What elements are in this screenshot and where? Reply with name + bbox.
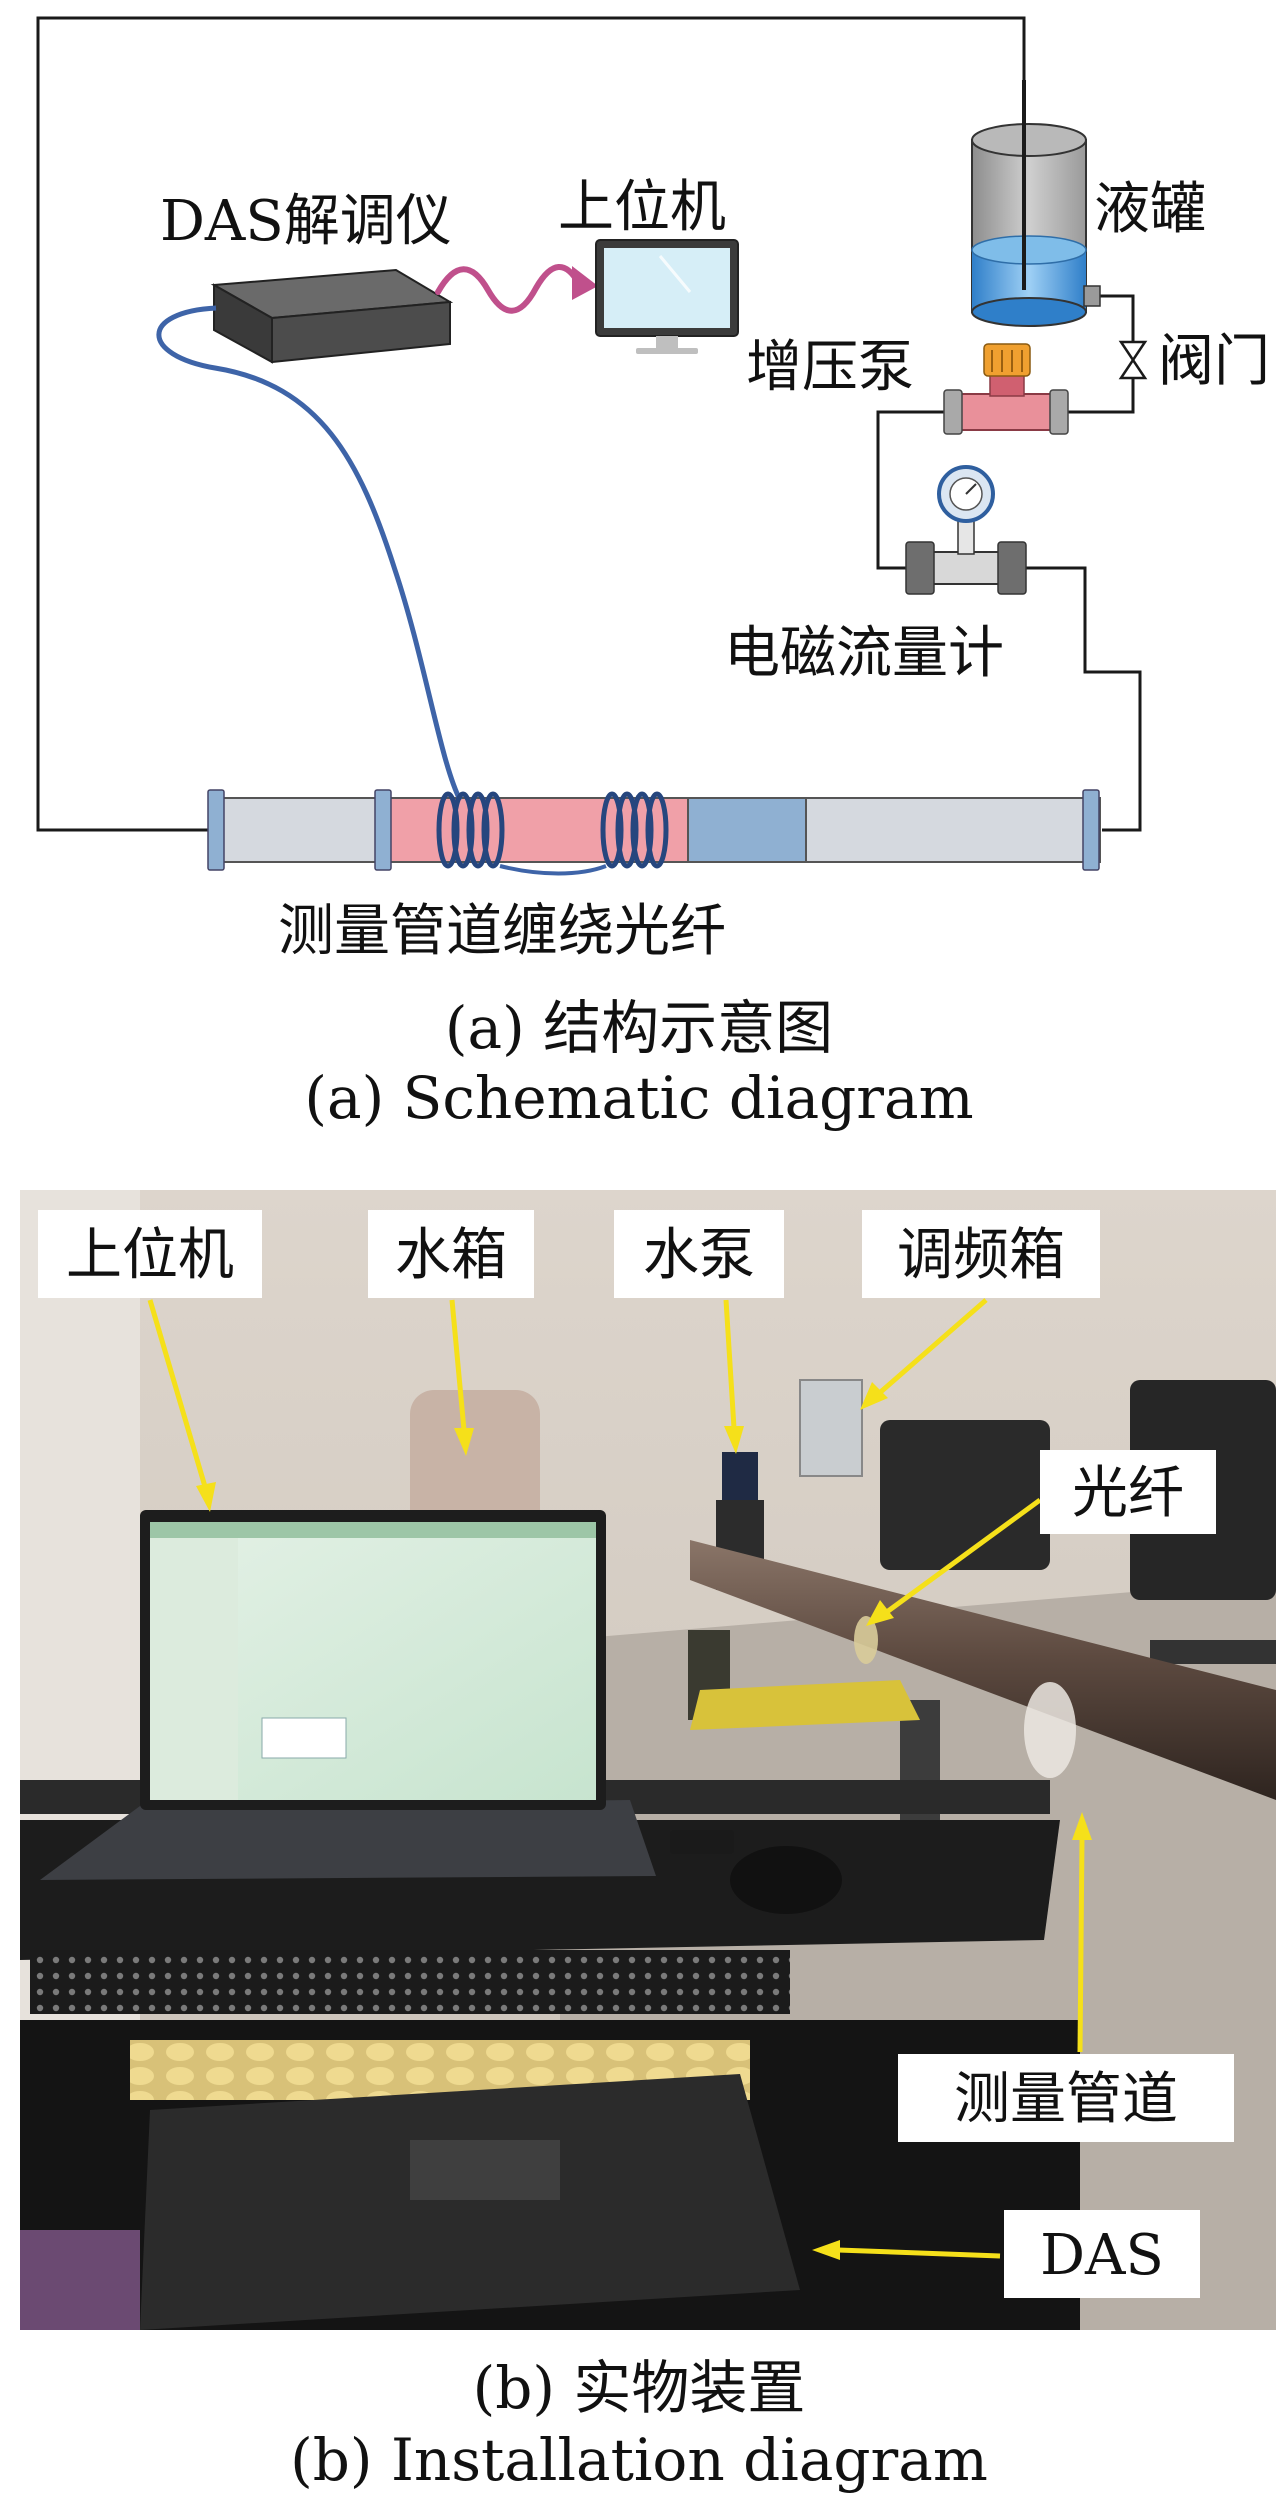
photo-label-host: 上位机	[66, 1223, 234, 1288]
booster-pump	[943, 343, 1069, 435]
optical-fiber	[156, 305, 463, 802]
label-pipe: 测量管道缠绕光纤	[278, 899, 726, 964]
label-box-das	[1004, 2210, 1200, 2298]
caption-a-cn: (a) 结构示意图	[445, 994, 833, 1062]
pump-to-flowmeter-line	[876, 410, 952, 570]
valve-icon	[1118, 340, 1148, 380]
photo-label-fiber: 光纤	[1072, 1461, 1184, 1526]
label-tank: 液罐	[1094, 177, 1206, 242]
label-box-fm-box	[862, 1210, 1100, 1298]
schematic: 液罐 阀门 增压泵 电磁流量	[36, 16, 1270, 964]
fiber-between-coils	[499, 864, 607, 876]
flowmeter-to-pipe-line	[1018, 566, 1142, 832]
photo-das	[140, 2074, 800, 2330]
installation-photo	[20, 1190, 1276, 2330]
fiber-coil-left	[436, 791, 505, 869]
host-monitor-icon	[595, 239, 739, 354]
liquid-tank	[971, 80, 1101, 327]
caption-b-cn: (b) 实物装置	[473, 2354, 806, 2422]
das-interrogator	[210, 268, 454, 364]
photo-label-das: DAS	[1040, 2223, 1164, 2288]
photo-label-fm-box: 调频箱	[897, 1223, 1065, 1288]
electromagnetic-flowmeter	[905, 465, 1027, 595]
label-box-water-tank	[368, 1210, 534, 1298]
photo-label-water-tank: 水箱	[395, 1223, 507, 1288]
label-das: DAS解调仪	[160, 189, 452, 254]
photo-arrows	[147, 1298, 1092, 2260]
photo-label-water-pump: 水泵	[643, 1223, 755, 1288]
measurement-pipe	[207, 789, 1101, 871]
photo-labels: 上位机 水箱 水泵 调频箱 光纤 测量管道 DAS	[38, 1210, 1234, 2298]
label-box-water-pump	[614, 1210, 784, 1298]
label-host: 上位机	[558, 175, 726, 240]
label-valve: 阀门	[1158, 329, 1270, 394]
signal-wave	[435, 264, 581, 314]
photo-pipe	[690, 1540, 1276, 1800]
return-line	[36, 16, 1026, 832]
photo-label-pipe: 测量管道	[954, 2067, 1178, 2132]
fiber-coil-right	[600, 791, 669, 869]
label-flowmeter: 电磁流量计	[724, 621, 1004, 686]
label-box-pipe	[898, 2054, 1234, 2142]
label-pump: 增压泵	[746, 335, 914, 400]
label-box-fiber	[1040, 1450, 1216, 1534]
signal-arrowhead	[572, 266, 598, 300]
caption-a-en: (a) Schematic diagram	[304, 1064, 973, 1132]
label-box-host	[38, 1210, 262, 1298]
caption-b-en: (b) Installation diagram	[290, 2426, 988, 2494]
